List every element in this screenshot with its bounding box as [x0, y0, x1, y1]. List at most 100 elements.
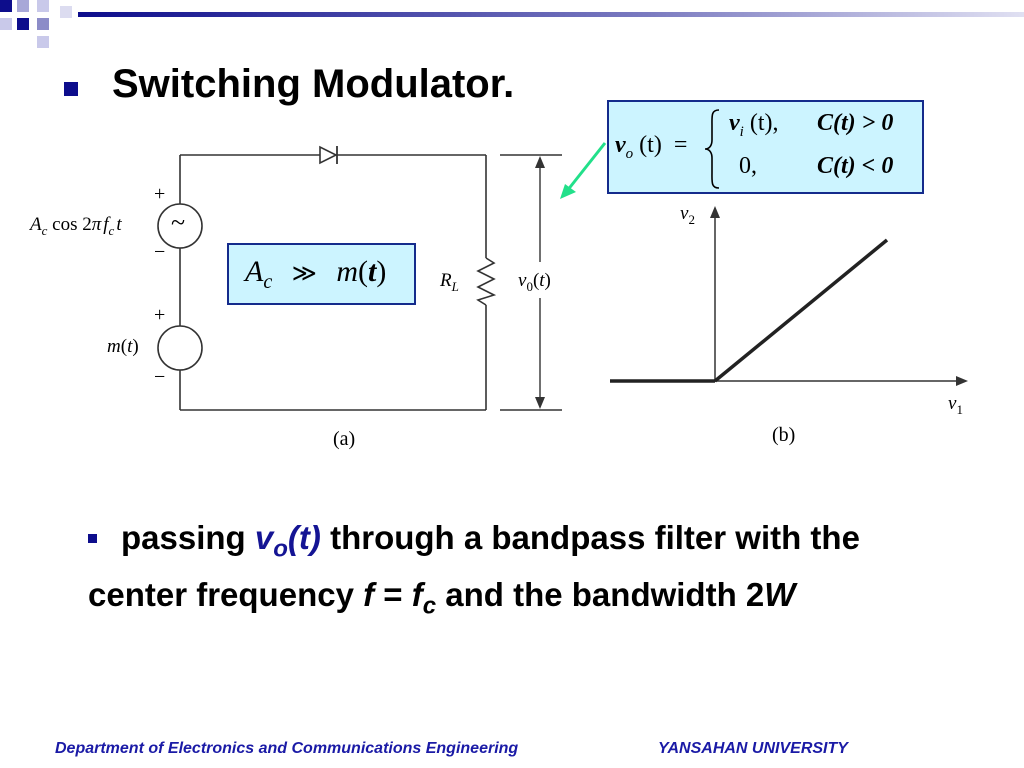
text-part: f [363, 575, 375, 613]
label-part: ( [532, 270, 540, 291]
label-part: v [518, 270, 527, 291]
axis-label-part: 1 [956, 401, 963, 417]
deco-square [17, 0, 29, 12]
label-part: A [30, 214, 42, 235]
expr-part: A [245, 255, 264, 288]
equation-condition-2: C(t) < 0 [817, 153, 894, 179]
text-part: W [764, 575, 796, 613]
diode-icon [319, 145, 338, 165]
label-part: ) [132, 336, 139, 357]
figure-b-caption: (b) [772, 424, 796, 446]
axis-label-part: 2 [688, 211, 695, 227]
text-part: t [298, 519, 310, 556]
arrow-up-icon [535, 156, 545, 168]
arrow-down-icon [535, 397, 545, 409]
eq-part: v [729, 110, 740, 136]
minus-sign: − [154, 241, 166, 263]
deco-square [0, 18, 12, 30]
fc-expression: fc [411, 575, 436, 620]
text-part: ) [309, 519, 321, 556]
condition-box: Ac ≫ m(t) [227, 243, 416, 305]
expr-part: m [336, 255, 359, 288]
expr-part: ≫ [291, 261, 317, 287]
ac-tilde-symbol: ~ [171, 208, 186, 237]
vo-expression: vo(t) [254, 519, 321, 563]
label-part: c [41, 222, 48, 238]
label-part: 0 [526, 278, 533, 294]
pointer-arrow-line [565, 142, 607, 192]
eq-part: v [615, 132, 626, 158]
eq-part: o [625, 145, 634, 162]
deco-square [37, 36, 49, 48]
text-part: f [411, 575, 423, 613]
label-part: c [108, 222, 115, 238]
deco-square [17, 18, 29, 30]
expr-part: ) [376, 255, 387, 288]
x-axis-label: v1 [948, 393, 963, 418]
condition-expression: Ac ≫ m(t) [245, 255, 386, 294]
transfer-line [713, 238, 889, 383]
deco-square [60, 6, 72, 18]
deco-square [37, 0, 49, 12]
output-voltage-label: v0(t) [518, 270, 551, 295]
expr-part: c [263, 271, 273, 293]
text-part: o [273, 535, 288, 563]
label-part: π [91, 214, 102, 235]
deco-square [0, 0, 12, 12]
text-part: ( [287, 519, 299, 556]
label-part: L [451, 278, 459, 294]
label-part: m [107, 336, 121, 357]
x-axis-arrow-icon [956, 376, 968, 386]
label-part: cos 2 [52, 214, 92, 235]
footer-department: Department of Electronics and Communicat… [55, 740, 519, 757]
left-brace-icon [704, 109, 720, 189]
minus-sign: − [154, 366, 166, 388]
axis-label-part: v [680, 203, 689, 224]
label-part: ) [544, 270, 551, 291]
body-paragraph: passing vo(t) through a bandpass filter … [88, 515, 958, 628]
eq-part: (t) [639, 132, 662, 158]
label-part: t [127, 336, 133, 357]
circuit-wires [179, 154, 487, 411]
equation-case-1: vi (t), [729, 110, 778, 141]
header-rule [78, 12, 1024, 17]
pointer-arrow-icon [560, 184, 576, 199]
label-part: t [539, 270, 545, 291]
label-part: ( [120, 336, 128, 357]
y-axis-label: v2 [680, 203, 695, 228]
resistor-label: RL [440, 270, 459, 295]
axis-label-part: v [948, 393, 957, 414]
label-part: R [440, 270, 452, 291]
text-part: 2 [745, 575, 765, 613]
resistor-icon [476, 257, 497, 306]
text-part: v [254, 519, 274, 556]
dc-source-label: m(t) [107, 336, 139, 358]
title-bullet [64, 82, 78, 96]
label-part: t [116, 214, 122, 235]
output-measurement [500, 154, 562, 411]
plus-sign: + [154, 183, 166, 205]
piecewise-equation-box: vo (t) = vi (t), C(t) > 0 0, C(t) < 0 [607, 100, 924, 194]
eq-part: (t), [749, 110, 779, 136]
footer-university: YANSAHAN UNIVERSITY [658, 740, 848, 757]
text-part: passing [121, 519, 246, 556]
equation-condition-1: C(t) > 0 [817, 110, 894, 136]
text-part: and the bandwidth [445, 575, 737, 613]
text-part: through a bandpass filter with the cente… [88, 519, 860, 613]
text-part: c [422, 592, 437, 620]
label-part: f [103, 214, 109, 235]
eq-part: i [739, 123, 744, 140]
expr-part: ( [358, 255, 369, 288]
transfer-graph [610, 206, 968, 386]
dc-source-icon [157, 325, 203, 371]
slide-title: Switching Modulator. [112, 62, 515, 106]
deco-square [37, 18, 49, 30]
text-part: = [383, 575, 403, 613]
eq-part: = [673, 132, 688, 158]
y-axis-arrow-icon [710, 206, 720, 218]
figure-a-caption: (a) [333, 428, 356, 450]
ac-source-icon [157, 203, 203, 249]
equation-case-2: 0, [739, 153, 757, 179]
